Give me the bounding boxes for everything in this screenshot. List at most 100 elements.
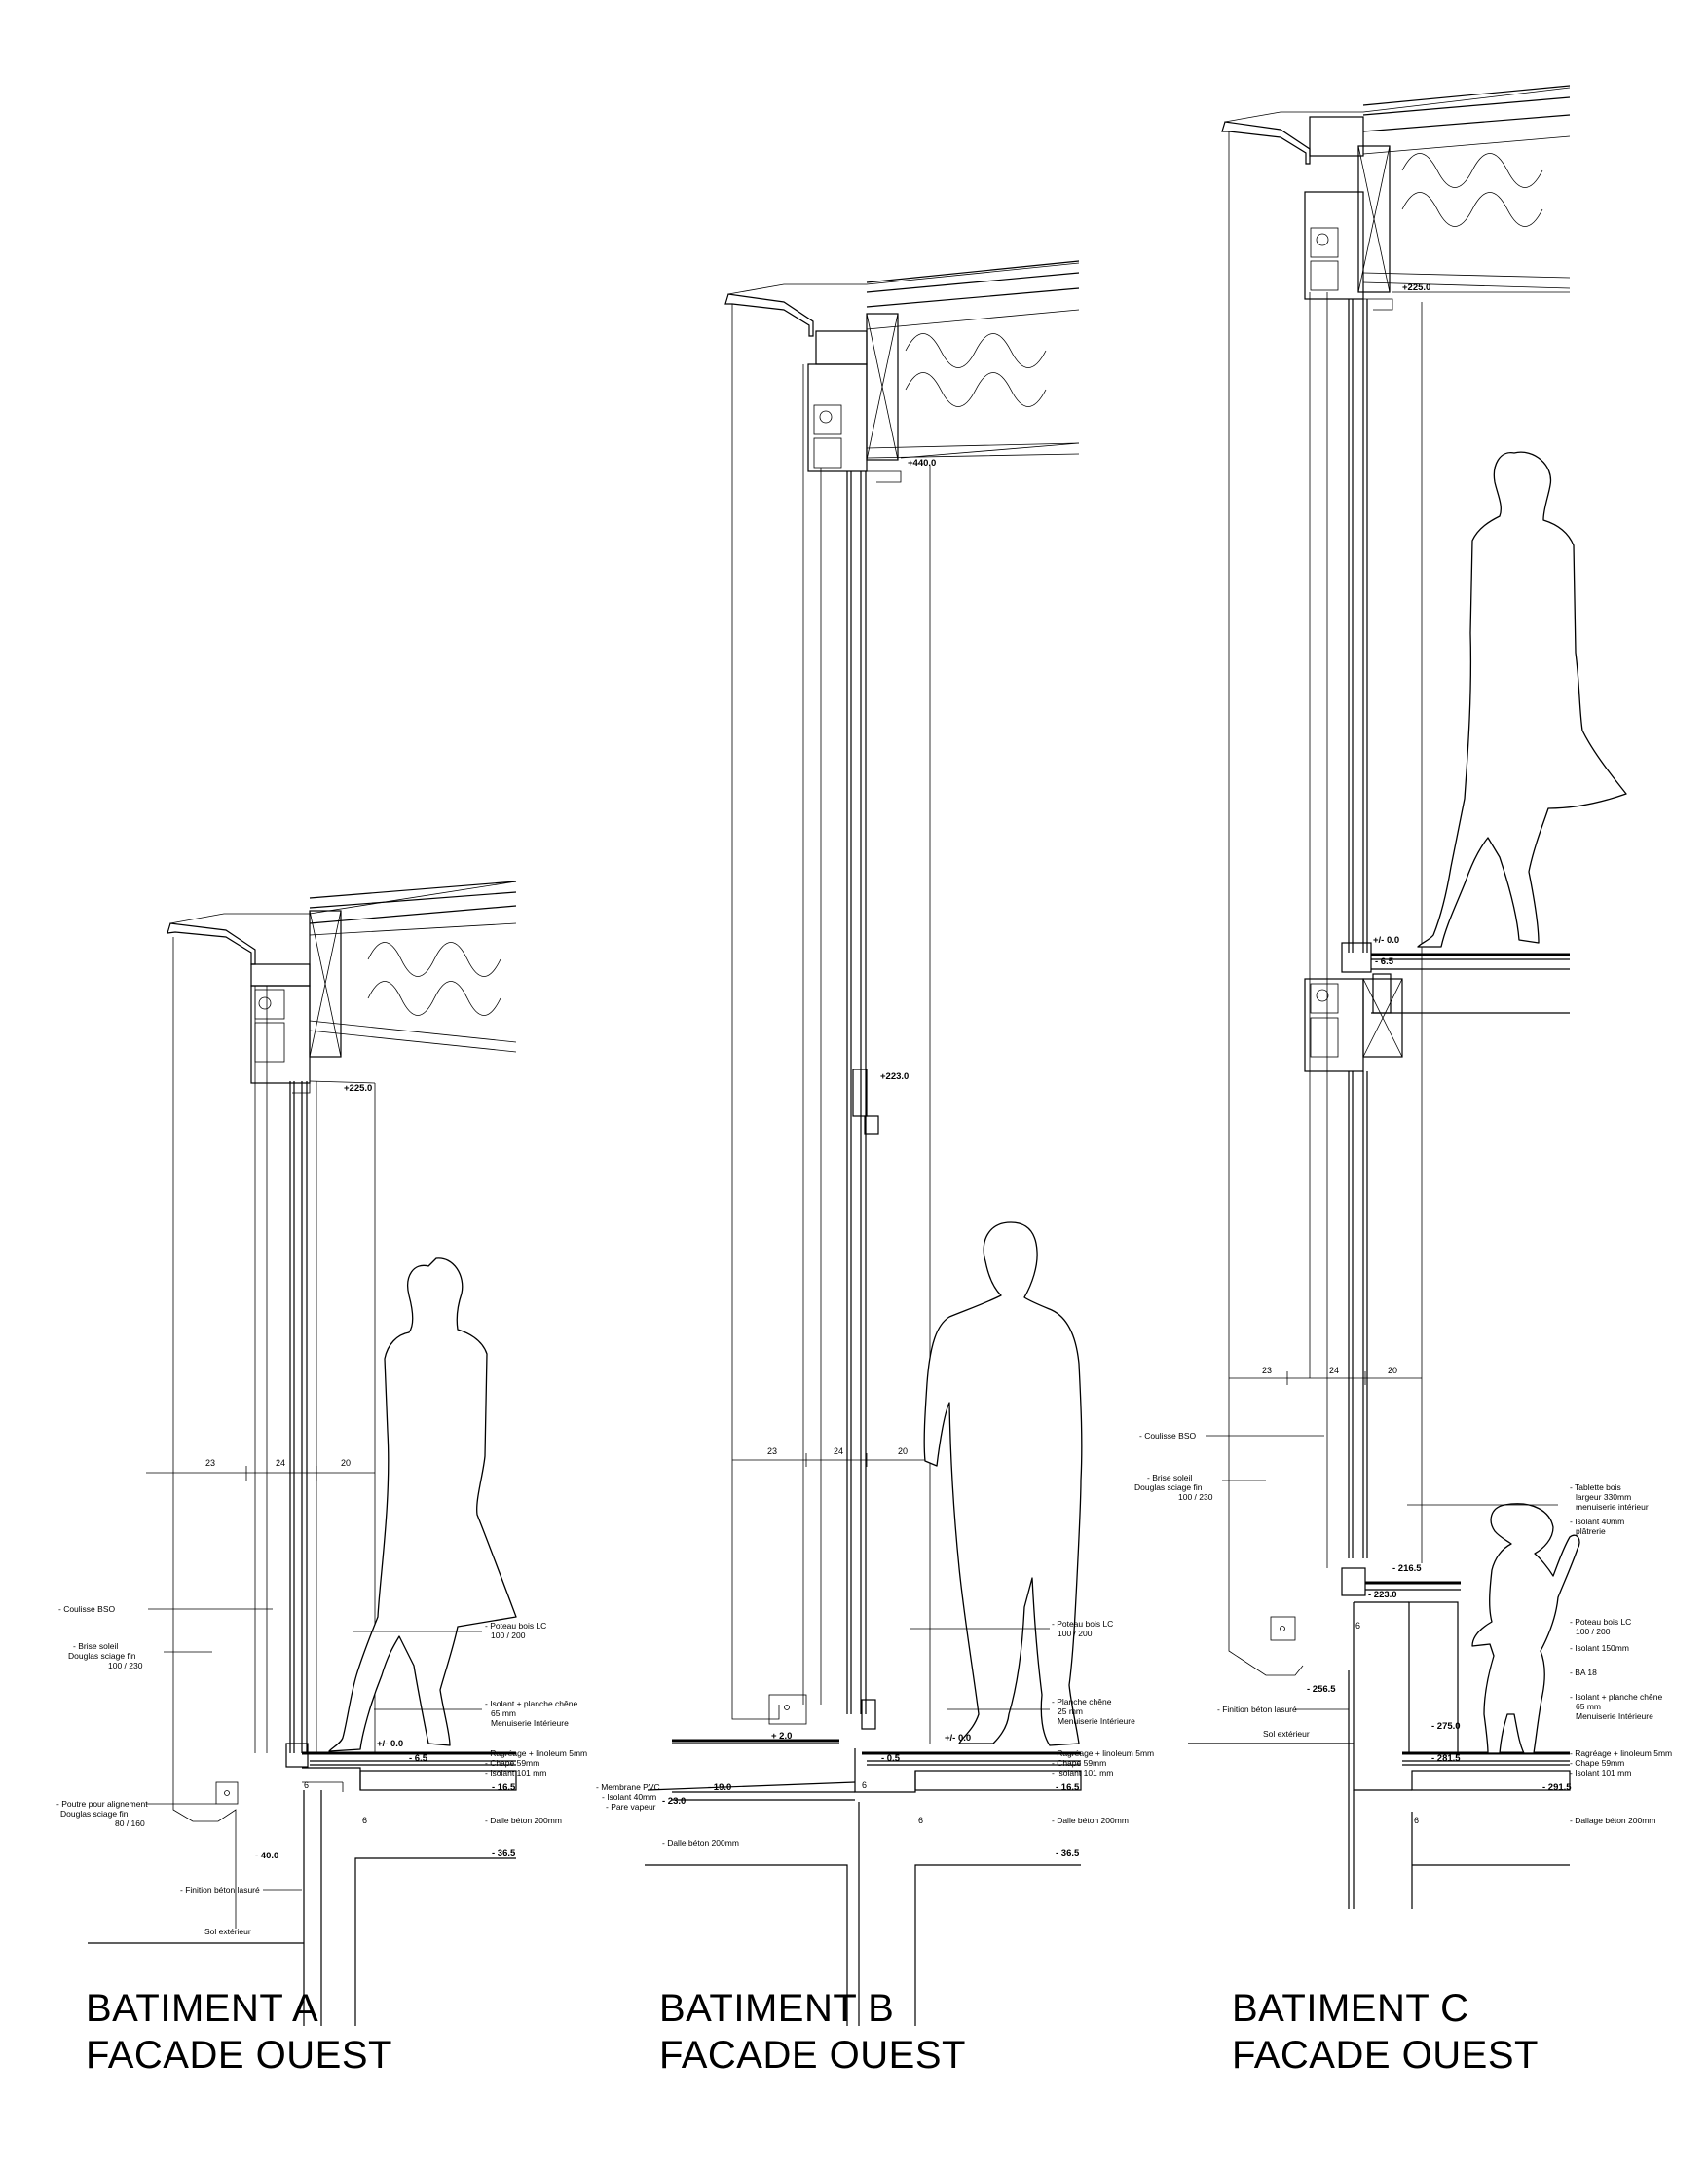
note-a-poutre: - Poutre pour alignement [56, 1799, 148, 1809]
note-c-section: 100 / 230 [1178, 1492, 1213, 1502]
note-a-chape: - Chape 59mm [485, 1758, 539, 1768]
human-figure-a [328, 1257, 517, 1752]
section-b: 23 24 20 +440.0 +223.0 + 2.0 +/- 0.0 - 0… [596, 260, 1154, 2026]
note-b-poteau: - Poteau bois LC [1052, 1619, 1113, 1629]
note-b-ragreage: - Ragréage + linoleum 5mm [1052, 1748, 1154, 1758]
mark-c-1: 6 [1355, 1621, 1360, 1631]
note-a-isolant: - Isolant 101 mm [485, 1768, 546, 1778]
facade-lines-a [146, 937, 376, 1929]
note-a-ragreage: - Ragréage + linoleum 5mm [485, 1748, 587, 1758]
dim-b-24: 24 [834, 1446, 843, 1456]
section-a: 23 24 20 +225.0 +/- 0.0 - 6.5 - 16.5 - 3… [56, 881, 587, 2026]
note-c-isolant40: - Isolant 40mm [1570, 1517, 1624, 1526]
roof-assembly-b [724, 260, 1080, 483]
level-c-0: +/- 0.0 [1373, 935, 1399, 946]
note-a-poutre-size: 80 / 160 [115, 1819, 145, 1828]
note-a-sol: Sol extérieur [204, 1927, 251, 1936]
note-a-douglas: Douglas sciage fin [68, 1651, 136, 1661]
note-a-brise-soleil: - Brise soleil [73, 1641, 118, 1651]
level-c-2915: - 291.5 [1542, 1782, 1572, 1793]
mark-a-1: 6 [304, 1781, 309, 1790]
note-b-isolant: - Isolant 101 mm [1052, 1768, 1113, 1778]
level-c-275: - 275.0 [1431, 1721, 1461, 1732]
note-c-largeur: largeur 330mm [1576, 1492, 1631, 1502]
section-c: 23 24 20 +225.0 +/- 0.0 - 6.5 - 216.5 - … [1134, 85, 1672, 1909]
title-b-line1: BATIMENT B [659, 1987, 895, 2030]
note-b-25mm: 25 mm [1058, 1706, 1083, 1716]
mark-b-1: 6 [862, 1781, 867, 1790]
level-c-2565: - 256.5 [1307, 1684, 1336, 1695]
dim-c-20: 20 [1388, 1366, 1397, 1375]
note-c-poteau-size: 100 / 200 [1576, 1627, 1611, 1636]
note-a-menuiserie: Menuiserie Intérieure [491, 1718, 569, 1728]
note-b-pare-vapeur: - Pare vapeur [606, 1802, 656, 1812]
annotations-b: 23 24 20 +440.0 +223.0 + 2.0 +/- 0.0 - 0… [596, 458, 1154, 1858]
note-a-poteau: - Poteau bois LC [485, 1621, 546, 1631]
dim-a-20: 20 [341, 1458, 351, 1468]
level-c-225: +225.0 [1402, 282, 1430, 293]
note-a-poteau-size: 100 / 200 [491, 1631, 526, 1640]
level-b-19: - 19.0 [708, 1782, 731, 1793]
note-b-isolant40: - Isolant 40mm [602, 1792, 656, 1802]
note-c-65mm: 65 mm [1576, 1702, 1601, 1711]
title-c-line2: FACADE OUEST [1232, 2034, 1539, 2077]
note-b-dalle: - Dalle béton 200mm [1052, 1816, 1129, 1825]
dim-c-24: 24 [1329, 1366, 1339, 1375]
note-c-brise-soleil: - Brise soleil [1147, 1473, 1192, 1482]
level-b-165: - 16.5 [1056, 1782, 1080, 1793]
level-a-65: - 6.5 [409, 1753, 428, 1764]
note-c-dallage: - Dallage béton 200mm [1570, 1816, 1655, 1825]
level-b-0: +/- 0.0 [945, 1733, 971, 1744]
roof-assembly-c [1221, 85, 1571, 311]
note-c-chape: - Chape 59mm [1570, 1758, 1624, 1768]
mark-b-2: 6 [918, 1816, 923, 1825]
level-c-2165: - 216.5 [1392, 1563, 1422, 1574]
dim-a-24: 24 [276, 1458, 285, 1468]
level-a-225: +225.0 [344, 1083, 372, 1094]
mark-c-2: 6 [1414, 1816, 1419, 1825]
title-batiment-a: BATIMENT A FACADE OUEST [86, 1985, 392, 2079]
title-batiment-c: BATIMENT C FACADE OUEST [1232, 1985, 1539, 2079]
note-a-section: 100 / 230 [108, 1661, 143, 1670]
note-c-menuiserie: Menuiserie Intérieure [1576, 1711, 1653, 1721]
level-b-23: - 23.0 [662, 1796, 686, 1807]
level-c-223: - 223.0 [1368, 1590, 1397, 1600]
note-c-tablette: - Tablette bois [1570, 1482, 1621, 1492]
note-c-douglas: Douglas sciage fin [1134, 1482, 1203, 1492]
level-b-2: + 2.0 [771, 1731, 792, 1742]
note-a-poutre-douglas: Douglas sciage fin [60, 1809, 129, 1819]
title-batiment-b: BATIMENT B FACADE OUEST [659, 1985, 966, 2079]
dim-b-23: 23 [767, 1446, 777, 1456]
note-c-sol: Sol extérieur [1263, 1729, 1310, 1739]
note-c-finition: - Finition béton lasuré [1217, 1705, 1297, 1714]
title-c-line1: BATIMENT C [1232, 1987, 1469, 2030]
note-c-ragreage: - Ragréage + linoleum 5mm [1570, 1748, 1672, 1758]
level-c-65: - 6.5 [1375, 956, 1394, 967]
human-figure-b [923, 1221, 1083, 1746]
title-b-line2: FACADE OUEST [659, 2034, 966, 2077]
floor-assembly-b [645, 1739, 1082, 2026]
note-c-platrerie: plâtrerie [1576, 1526, 1606, 1536]
note-c-poteau: - Poteau bois LC [1570, 1617, 1631, 1627]
note-c-menuiserie-int: menuiserie intérieur [1576, 1502, 1649, 1512]
note-a-isolant-planche: - Isolant + planche chêne [485, 1699, 577, 1708]
note-a-finition: - Finition béton lasuré [180, 1885, 260, 1894]
floor-assembly-a [88, 1751, 517, 2026]
note-c-isolant-planche: - Isolant + planche chêne [1570, 1692, 1662, 1702]
human-figure-c-child [1471, 1503, 1580, 1754]
level-b-440: +440.0 [908, 458, 936, 469]
annotations-c: 23 24 20 +225.0 +/- 0.0 - 6.5 - 216.5 - … [1134, 282, 1672, 1825]
level-b-223: +223.0 [880, 1071, 909, 1082]
level-c-2815: - 281.5 [1431, 1753, 1461, 1764]
note-c-isolant150: - Isolant 150mm [1570, 1643, 1629, 1653]
dim-a-23: 23 [205, 1458, 215, 1468]
title-a-line1: BATIMENT A [86, 1987, 319, 2030]
dim-c-23: 23 [1262, 1366, 1272, 1375]
mark-a-2: 6 [362, 1816, 367, 1825]
title-a-line2: FACADE OUEST [86, 2034, 392, 2077]
note-c-coulisse: - Coulisse BSO [1139, 1431, 1196, 1441]
note-b-membrane: - Membrane PVC [596, 1782, 660, 1792]
note-b-menuiserie: Menuiserie Intérieure [1058, 1716, 1135, 1726]
note-a-coulisse: - Coulisse BSO [58, 1604, 115, 1614]
